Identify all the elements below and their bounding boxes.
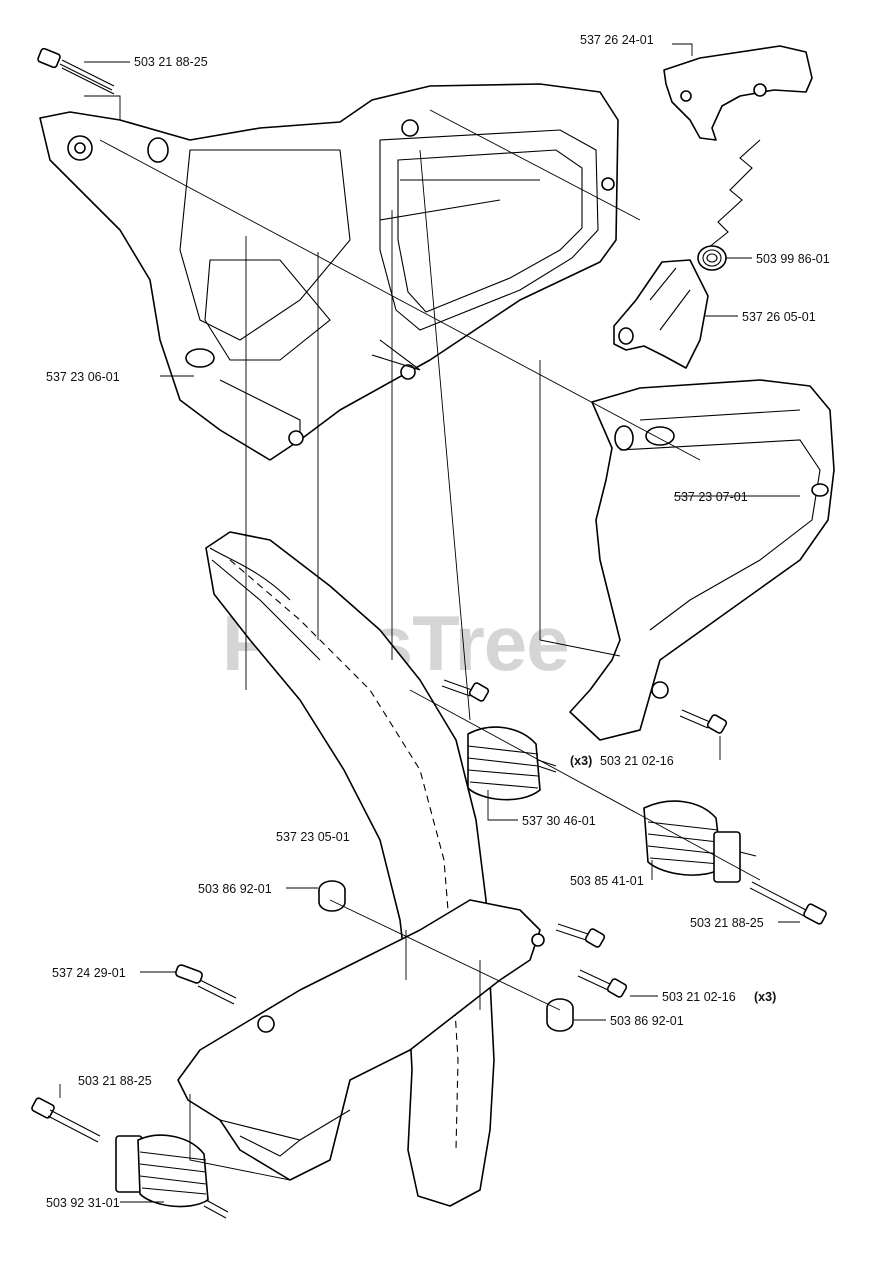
label-throttle-trigger: 537 26 24-01: [580, 33, 654, 47]
label-handle-housing: 537 23 06-01: [46, 370, 120, 384]
label-screw-front: 503 21 02-16: [662, 990, 736, 1004]
assembly-lines: [84, 95, 761, 1181]
bolt-right: [749, 881, 827, 925]
rear-handle-housing: [39, 83, 619, 461]
label-damper-right: 503 85 41-01: [570, 874, 644, 888]
bolt-top-left: [37, 47, 115, 95]
damper-center: [467, 726, 557, 801]
label-bushing-left: 503 86 92-01: [198, 882, 272, 896]
screw-front-2: [577, 969, 628, 998]
label-bushing-right: 503 86 92-01: [610, 1014, 684, 1028]
spring: [697, 139, 761, 271]
screw-center: [441, 679, 490, 702]
label-spring: 503 99 86-01: [756, 252, 830, 266]
label-pin: 537 24 29-01: [52, 966, 126, 980]
pin: [175, 964, 237, 1005]
label-damper-center: 537 30 46-01: [522, 814, 596, 828]
label-screw-handle: 503 21 02-16: [600, 754, 674, 768]
label-screw-front-qty: (x3): [754, 990, 776, 1004]
throttle-lockout: [613, 259, 709, 369]
label-bolt-right: 503 21 88-25: [690, 916, 764, 930]
bushing-right: [546, 998, 574, 1032]
label-front-handle: 537 23 05-01: [276, 830, 350, 844]
label-screw-handle-qty: (x3): [570, 754, 592, 768]
screw-front-1: [555, 923, 606, 948]
label-bolt-top-left: 503 21 88-25: [134, 55, 208, 69]
label-handle-cover: 537 23 07-01: [674, 490, 748, 504]
label-throttle-lockout: 537 26 05-01: [742, 310, 816, 324]
throttle-trigger: [663, 45, 813, 141]
front-handle-bracket: [177, 899, 545, 1181]
bolt-bottom-left: [31, 1097, 101, 1143]
damper-right: [643, 800, 757, 883]
callout-leaders: [59, 43, 800, 1203]
label-bolt-bottom-left: 503 21 88-25: [78, 1074, 152, 1088]
handle-cover: [569, 379, 835, 741]
label-damper-bottom: 503 92 31-01: [46, 1196, 120, 1210]
screw-handle: [679, 709, 728, 734]
damper-bottom: [115, 1134, 229, 1219]
bushing-left: [318, 880, 346, 912]
